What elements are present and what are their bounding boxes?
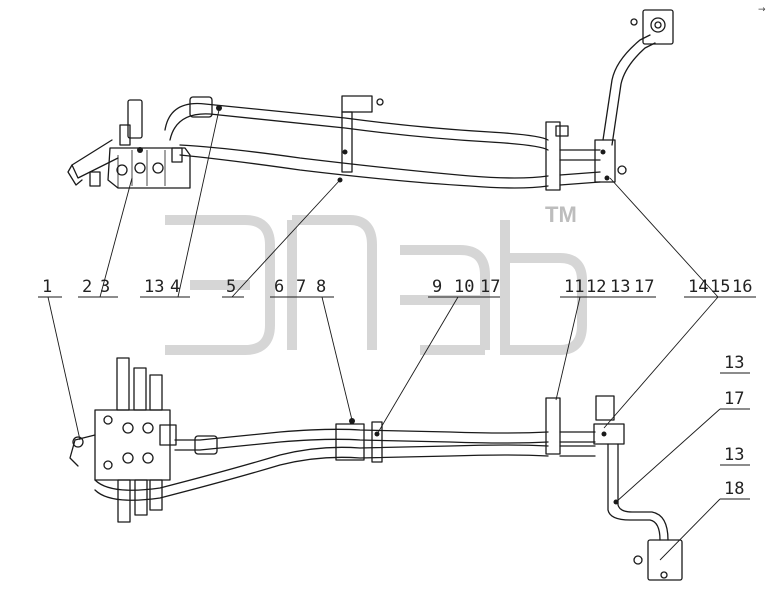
bottom-hoses: [94, 428, 596, 501]
callout-17-a: 17: [480, 277, 500, 297]
callout-labels: 1 2 3 13 4 5 6 7 8 9 10 17 11 12 13 17 1…: [42, 277, 752, 499]
callout-5: 5: [226, 277, 236, 297]
callout-8: 8: [316, 277, 326, 297]
callout-16: 16: [732, 277, 752, 297]
leader-lines: [47, 109, 721, 561]
callout-2: 2: [82, 277, 92, 297]
watermark-logo: TM: [165, 202, 587, 355]
callout-11: 11: [564, 277, 584, 297]
bottom-right-clamps: [545, 395, 625, 455]
callout-13-b: 13: [610, 277, 630, 297]
top-hoses: [164, 96, 601, 189]
callout-7: 7: [296, 277, 306, 297]
top-mid-bracket: [337, 95, 384, 183]
callout-10: 10: [454, 277, 474, 297]
top-control-valve: [67, 99, 191, 189]
callout-1: 1: [42, 277, 52, 297]
top-vertical-pipe: [602, 9, 674, 146]
callout-9: 9: [432, 277, 442, 297]
callout-underlines: [38, 296, 756, 500]
bottom-vertical-pipe: [607, 443, 683, 581]
top-assembly: [67, 9, 674, 191]
callout-4: 4: [170, 277, 180, 297]
callout-3: 3: [100, 277, 110, 297]
callout-13-a: 13: [144, 277, 164, 297]
bottom-control-valve: [69, 357, 177, 523]
bottom-mid-clamps: [335, 418, 383, 463]
watermark-trademark: TM: [545, 202, 577, 227]
callout-12: 12: [586, 277, 606, 297]
callout-15: 15: [710, 277, 730, 297]
callout-17-c: 17: [724, 389, 744, 409]
bottom-assembly: [69, 357, 683, 581]
callout-6: 6: [274, 277, 284, 297]
callout-14: 14: [688, 277, 708, 297]
corner-mark: →: [758, 5, 766, 15]
callout-13-c: 13: [724, 353, 744, 373]
callout-18: 18: [724, 479, 744, 499]
callout-13-d: 13: [724, 445, 744, 465]
callout-17-b: 17: [634, 277, 654, 297]
top-right-clamp: [545, 121, 627, 191]
